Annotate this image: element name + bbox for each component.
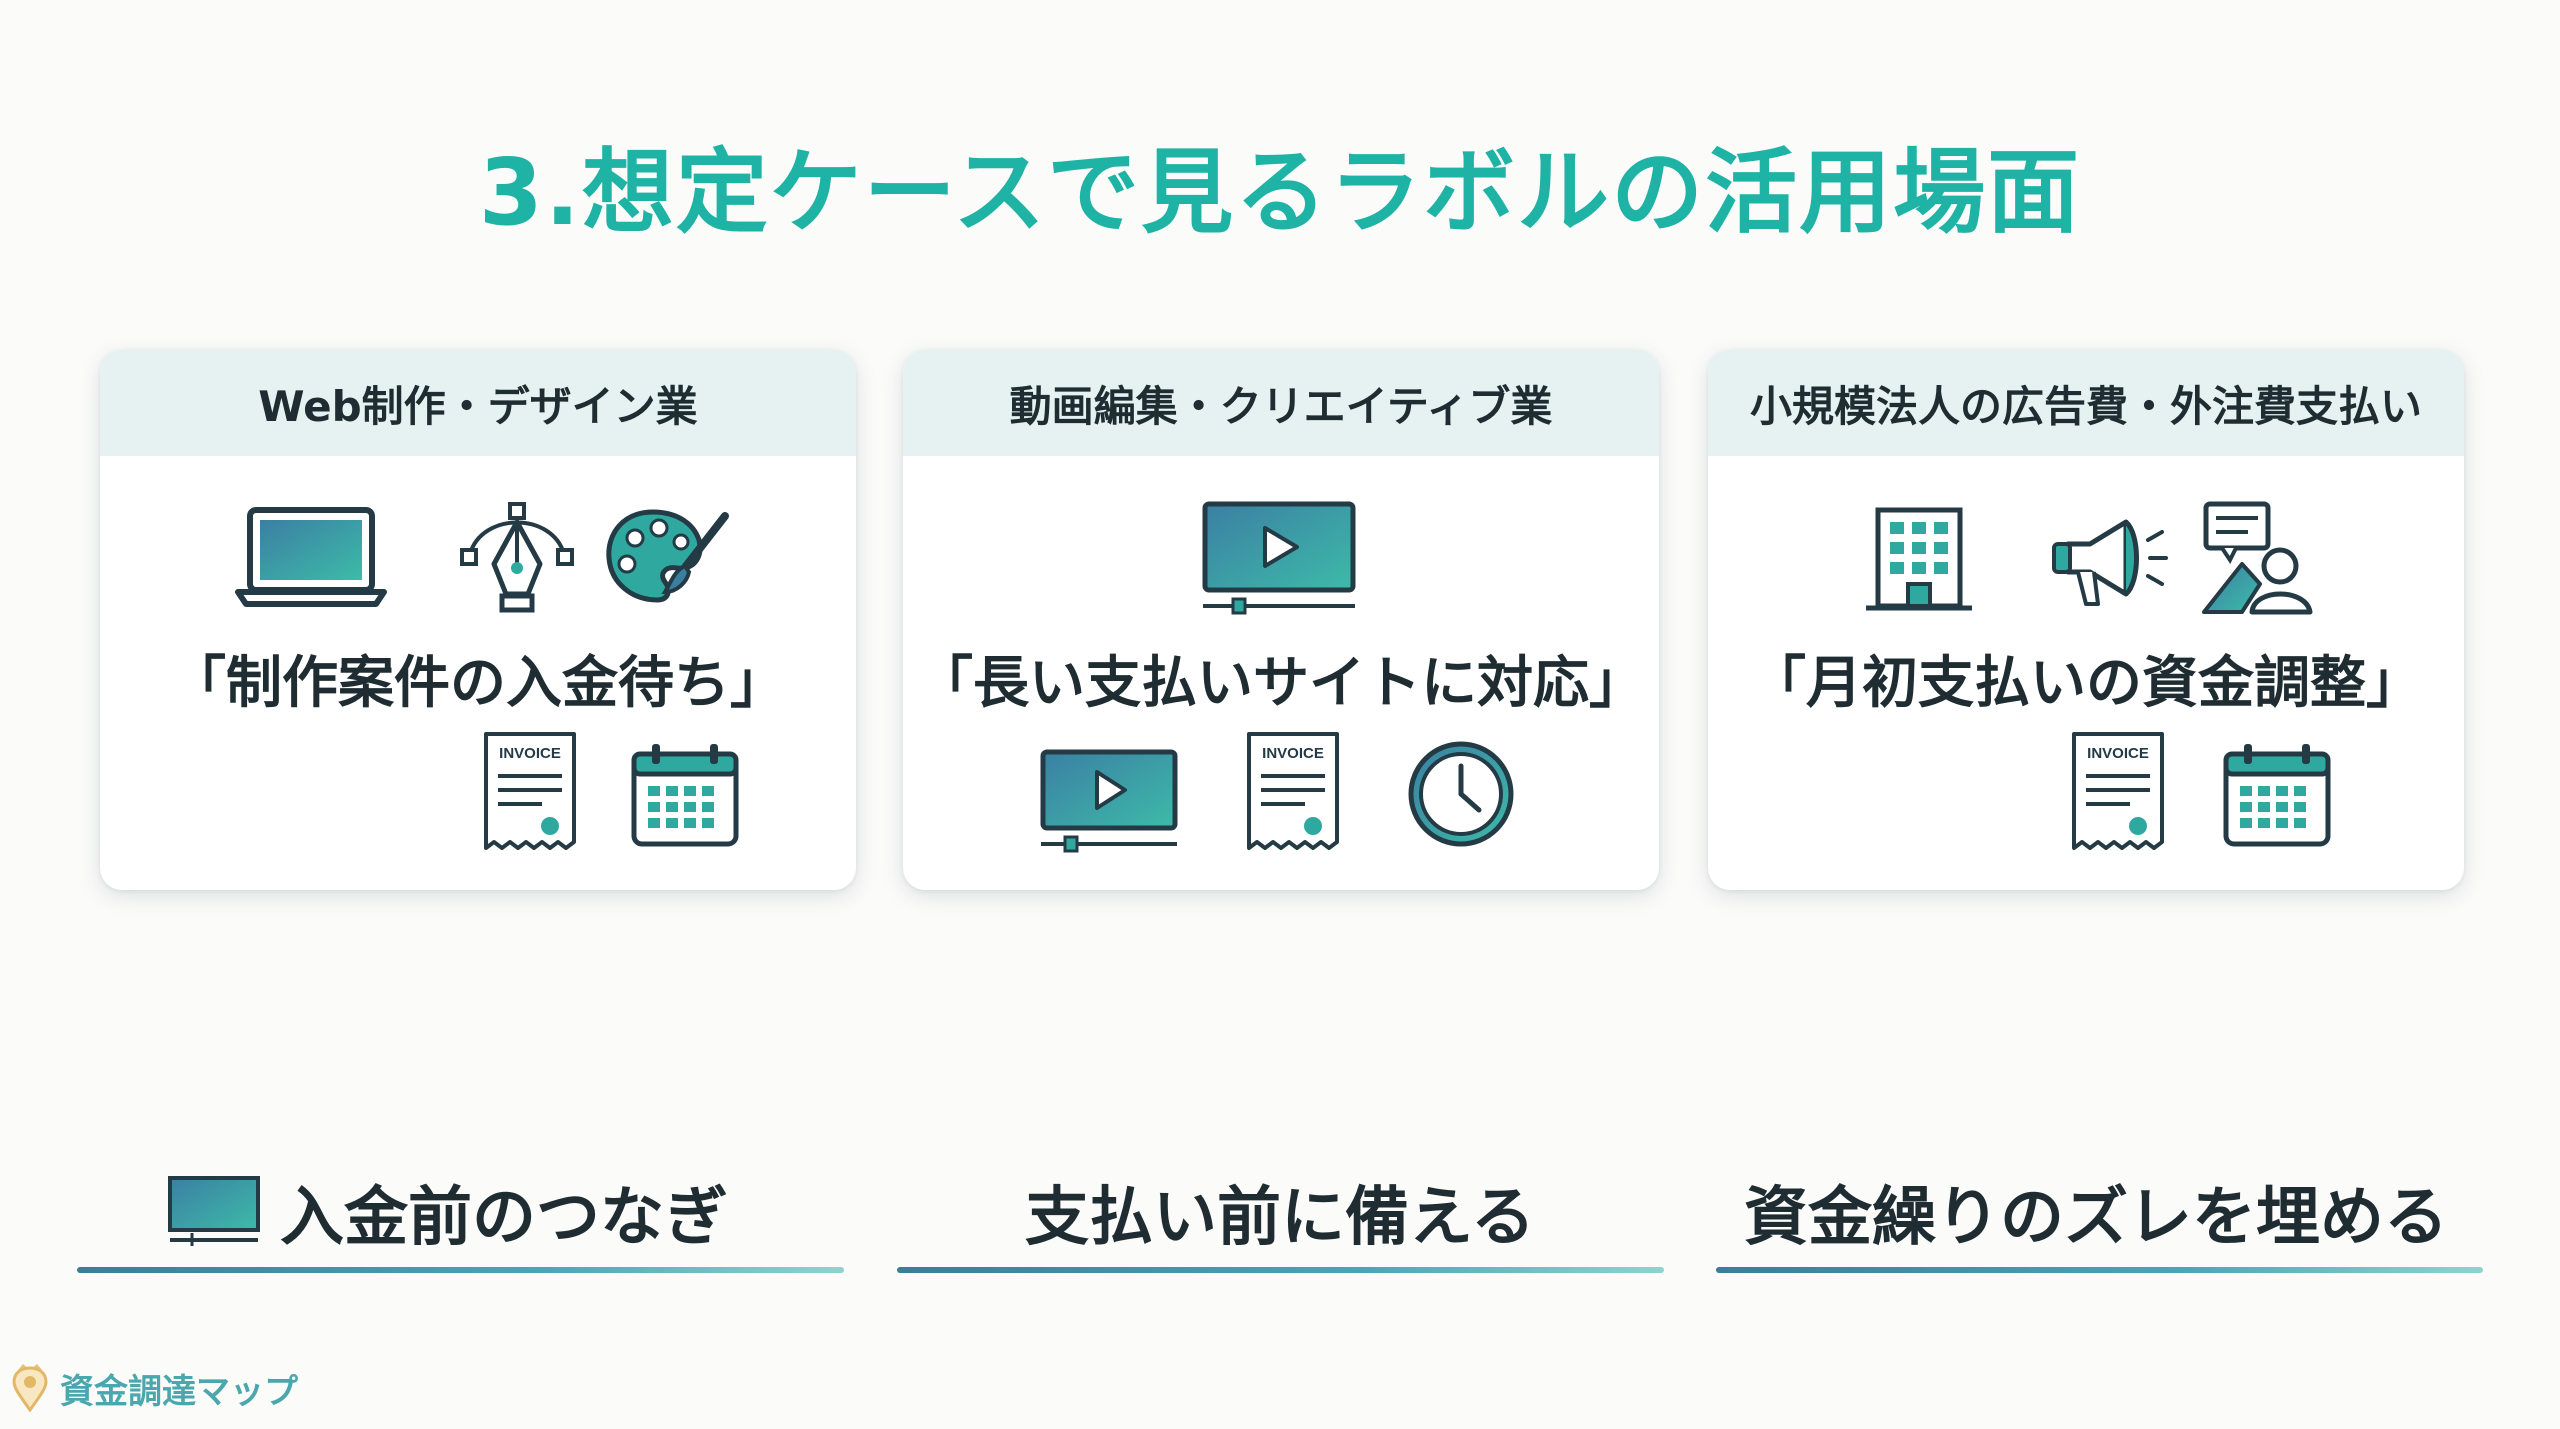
team-presentation-icon <box>2202 501 2318 616</box>
underline <box>77 1267 844 1273</box>
case-quote: 「長い支払いサイトに対応」 <box>917 651 1645 716</box>
slide-title: 3.想定ケースで見るラボルの活用場面 <box>478 139 2082 246</box>
invoice-icon: INVOICE <box>482 730 578 854</box>
case-card-small-corporation: 小規模法人の広告費・外注費支払い <box>1708 350 2464 890</box>
calendar-icon <box>630 744 740 848</box>
laptop-icon <box>235 507 387 608</box>
monitor-icon <box>168 1176 260 1246</box>
invoice-icon: INVOICE <box>1245 730 1341 854</box>
underline <box>1716 1267 2483 1273</box>
invoice-icon: INVOICE <box>2070 730 2166 854</box>
card-header: 動画編集・クリエイティブ業 <box>903 350 1659 456</box>
case-card-video-creative: 動画編集・クリエイティブ業 「長い支払いサイトに対応」 INVOICE <box>903 350 1659 890</box>
bottom-label-prepare: 支払い前に備える <box>1024 1181 1536 1255</box>
invoice-label: INVOICE <box>499 745 561 762</box>
case-quote: 「制作案件の入金待ち」 <box>170 651 786 716</box>
case-card-web-design: Web制作・デザイン業 「制作案件の入金 <box>100 350 856 890</box>
brand-name: 資金調達マップ <box>60 1371 298 1412</box>
brand-logo: 資金調達マップ <box>10 1360 298 1416</box>
bottom-label-gap: 資金繰りのズレを埋める <box>1744 1181 2448 1255</box>
pen-tool-icon <box>460 502 574 614</box>
bottom-label-bridge: 入金前のつなぎ <box>280 1181 728 1255</box>
video-player-icon <box>1039 748 1179 853</box>
building-icon <box>1864 506 1974 616</box>
location-pin-crown-icon <box>10 1360 50 1416</box>
video-player-icon <box>1201 500 1357 616</box>
palette-icon <box>605 508 731 606</box>
card-header: Web制作・デザイン業 <box>100 350 856 456</box>
card-header: 小規模法人の広告費・外注費支払い <box>1708 350 2464 456</box>
case-quote: 「月初支払いの資金調整」 <box>1750 651 2422 716</box>
calendar-icon <box>2222 744 2332 848</box>
underline <box>897 1267 1664 1273</box>
invoice-label: INVOICE <box>1262 745 1324 762</box>
invoice-label: INVOICE <box>2087 745 2149 762</box>
megaphone-icon <box>2050 514 2170 614</box>
clock-icon <box>1405 738 1517 850</box>
